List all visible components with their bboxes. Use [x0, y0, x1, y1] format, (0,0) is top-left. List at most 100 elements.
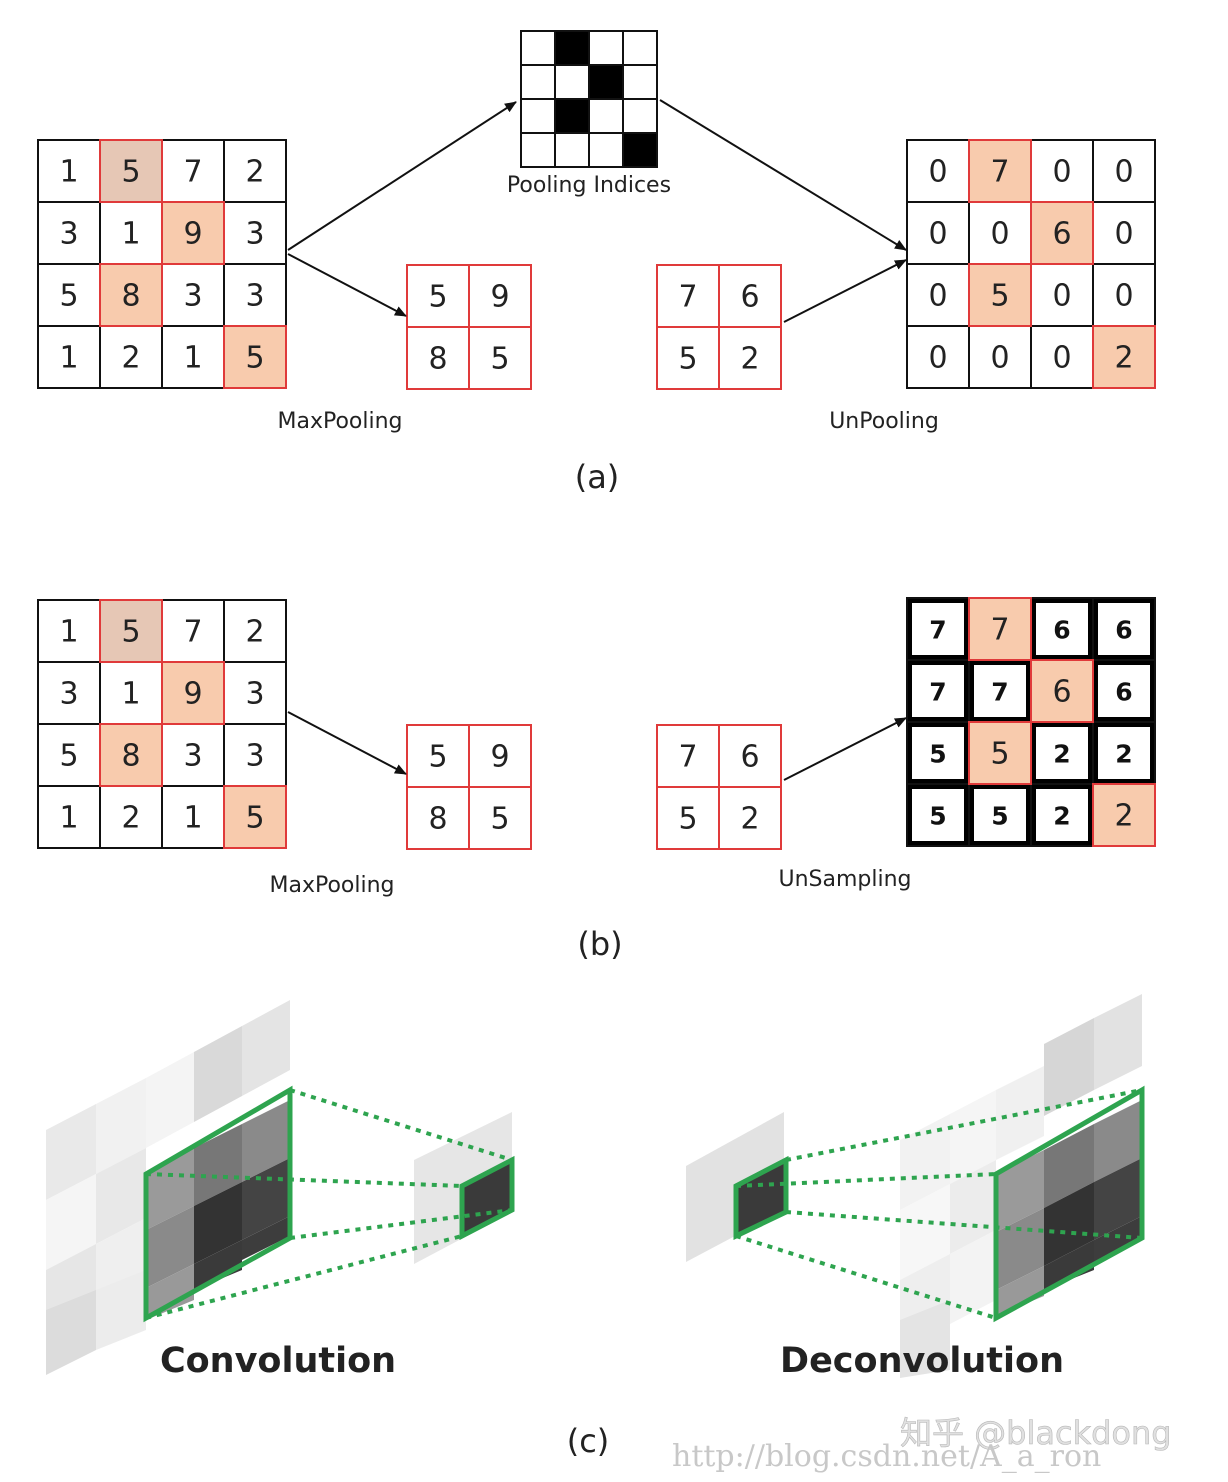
- matrix-cell: [468, 786, 532, 850]
- matrix-value: 5: [428, 280, 447, 315]
- matrix-cell: [406, 326, 470, 390]
- index-cell: [622, 64, 658, 100]
- matrix-value: 2: [121, 341, 140, 376]
- matrix-value: 0: [1052, 155, 1071, 190]
- matrix-value: 0: [1052, 279, 1071, 314]
- matrix-cell: [37, 325, 101, 389]
- matrix-value: 3: [59, 217, 78, 252]
- matrix-value: 5: [59, 739, 78, 774]
- index-cell: [622, 98, 658, 134]
- matrix-cell: [223, 139, 287, 203]
- convolution-projection-lines: [145, 1088, 513, 1320]
- index-cell-selected: [554, 30, 590, 66]
- matrix-cell-frame: [1032, 723, 1092, 783]
- highlight-border: [968, 721, 1032, 785]
- matrix-value: 0: [1114, 279, 1133, 314]
- highlight-border: [968, 139, 1032, 203]
- matrix-value: 5: [59, 279, 78, 314]
- matrix-cell-frame: [1032, 599, 1092, 659]
- matrix-value: 5: [929, 802, 946, 831]
- index-cell: [520, 64, 556, 100]
- highlight-border: [223, 325, 287, 389]
- a-maxpool-caption: MaxPooling: [277, 409, 402, 434]
- matrix-cell: [37, 785, 101, 849]
- matrix-value: 3: [245, 677, 264, 712]
- matrix-value: 6: [1052, 217, 1071, 252]
- arrow-to-pooled-a: [287, 253, 407, 317]
- matrix-cell: [223, 661, 287, 725]
- matrix-cell-frame: [908, 723, 968, 783]
- matrix-value: 0: [928, 341, 947, 376]
- highlight-border: [1030, 659, 1094, 723]
- matrix-cell: [1030, 325, 1094, 389]
- matrix-cell: [468, 326, 532, 390]
- matrix-value: 2: [121, 801, 140, 836]
- matrix-value: 5: [428, 740, 447, 775]
- highlight-border: [99, 723, 163, 787]
- matrix-cell: [1030, 783, 1094, 847]
- matrix-value: 2: [1114, 341, 1133, 376]
- matrix-value: 1: [183, 801, 202, 836]
- matrix-value: 3: [245, 279, 264, 314]
- index-cell-selected: [622, 132, 658, 168]
- matrix-value: 0: [1114, 217, 1133, 252]
- matrix-value: 2: [1053, 802, 1070, 831]
- matrix-cell: [906, 139, 970, 203]
- matrix-cell: [906, 201, 970, 265]
- highlight-border: [1030, 201, 1094, 265]
- matrix-cell: [1092, 201, 1156, 265]
- matrix-cell: [223, 599, 287, 663]
- matrix-value: 5: [490, 802, 509, 837]
- a-unpool-caption: UnPooling: [829, 409, 939, 434]
- matrix-cell: [906, 597, 970, 661]
- arrow-to-indices: [287, 101, 517, 251]
- matrix-cell: [656, 724, 720, 788]
- highlight-border: [161, 661, 225, 725]
- index-cell: [520, 30, 556, 66]
- matrix-value: 0: [990, 217, 1009, 252]
- arrow-indices-to-unpool: [659, 99, 907, 251]
- panel-c-label: (c): [567, 1422, 610, 1460]
- index-cell: [588, 132, 624, 168]
- matrix-value: 7: [929, 678, 946, 707]
- matrix-value: 2: [245, 615, 264, 650]
- matrix-value: 0: [928, 217, 947, 252]
- matrix-cell: [968, 139, 1032, 203]
- matrix-value: 6: [1052, 675, 1071, 710]
- matrix-value: 6: [1053, 616, 1070, 645]
- matrix-value: 6: [740, 740, 759, 775]
- index-cell: [554, 64, 590, 100]
- matrix-value: 2: [740, 342, 759, 377]
- watermark-zhihu: 知乎 @blackdong: [900, 1414, 1172, 1452]
- matrix-cell-frame: [908, 785, 968, 845]
- matrix-value: 3: [183, 279, 202, 314]
- panel-b-label: (b): [577, 925, 622, 963]
- convolution-label: Convolution: [160, 1341, 396, 1381]
- matrix-value: 7: [678, 280, 697, 315]
- panel-a-label: (a): [575, 458, 620, 496]
- index-cell: [622, 30, 658, 66]
- arrow-unsample-input: [783, 717, 907, 781]
- matrix-value: 2: [740, 802, 759, 837]
- arrow-unpool-input: [783, 259, 907, 323]
- matrix-cell: [656, 786, 720, 850]
- matrix-cell: [968, 659, 1032, 723]
- matrix-value: 1: [59, 801, 78, 836]
- b-maxpool-caption: MaxPooling: [269, 873, 394, 898]
- matrix-cell: [906, 721, 970, 785]
- matrix-value: 7: [929, 616, 946, 645]
- matrix-value: 6: [1115, 678, 1132, 707]
- index-cell: [520, 98, 556, 134]
- b-unsample-caption: UnSampling: [778, 867, 911, 892]
- highlight-border: [223, 785, 287, 849]
- matrix-value: 7: [183, 615, 202, 650]
- matrix-value: 5: [490, 342, 509, 377]
- matrix-cell: [37, 139, 101, 203]
- matrix-cell-frame: [1094, 723, 1154, 783]
- matrix-cell: [468, 264, 532, 328]
